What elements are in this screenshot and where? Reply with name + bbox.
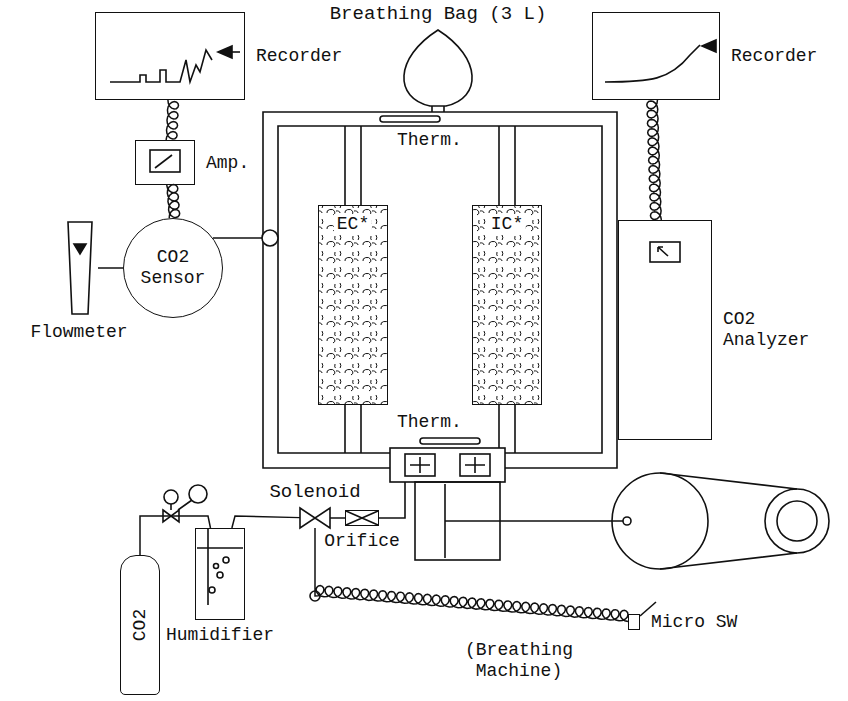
valve-block (405, 454, 435, 476)
machine-label: (Breathing Machine) (452, 640, 586, 681)
orifice-symbol (379, 482, 405, 518)
meter-face (658, 247, 668, 256)
recorder-trace (702, 40, 716, 52)
gas-line (140, 516, 210, 555)
humidifier-water (209, 587, 215, 593)
meter-face (150, 150, 180, 172)
regulator (164, 490, 178, 504)
recorder-box: Recorder (592, 12, 720, 100)
thermometer-probe (420, 438, 480, 444)
coiled-cable (647, 100, 662, 220)
piston-pump (445, 484, 623, 558)
sampling-port (213, 237, 262, 239)
thermometer-probe (380, 116, 440, 122)
meter-face (150, 150, 680, 262)
absorber-canister: IC* (472, 205, 542, 405)
recorder-box: Recorder (95, 12, 245, 100)
solenoid-valve: Solenoid (300, 508, 330, 528)
part-label: Therm. (395, 130, 464, 151)
humidifier-jar: Humidifier (195, 528, 245, 620)
flywheel-drive (765, 489, 829, 553)
absorber-granules (319, 206, 387, 404)
humidifier-water (223, 557, 229, 563)
flywheel-drive (660, 473, 797, 569)
flowmeter-tube (68, 222, 92, 314)
coiled-cable (166, 100, 178, 140)
meter-face (155, 155, 172, 168)
breathing-bag (432, 106, 444, 112)
micro-switch: Micro SW (628, 614, 640, 630)
node-label: Humidifier (166, 625, 274, 646)
regulator (171, 500, 192, 510)
absorber-canister: EC* (318, 205, 388, 405)
sampling-port (262, 230, 278, 246)
part-label: Therm. (395, 412, 464, 433)
regulator (189, 485, 207, 503)
absorber-granules (319, 206, 541, 404)
node-label: Micro SW (651, 612, 737, 633)
breathing-bag: Breathing Bag (3 L) (405, 30, 471, 108)
meter-face (650, 242, 680, 262)
humidifier-water (217, 572, 223, 578)
flowmeter: Flowmeter (60, 220, 98, 316)
orifice: Orifice (345, 510, 379, 526)
valve-block (390, 448, 505, 482)
node-label: Breathing Bag (3 L) (330, 4, 547, 26)
coiled-cable (315, 528, 628, 622)
breathing-bag (404, 30, 472, 106)
breathing-tube (263, 112, 617, 468)
recorder-trace (232, 51, 240, 53)
node-label: Recorder (256, 46, 342, 67)
node-label: Flowmeter (30, 322, 127, 343)
gas-line (232, 516, 300, 528)
valve-block (390, 448, 505, 482)
flowmeter-tube (68, 222, 92, 314)
node-label: EC* (334, 214, 372, 235)
coiled-cable (167, 185, 180, 219)
breathing-tube (263, 112, 617, 468)
recorder-trace (218, 46, 232, 58)
node-label: Recorder (731, 46, 817, 67)
orifice-symbol (346, 511, 378, 525)
piston-pump (623, 517, 631, 525)
gas-line (330, 517, 345, 519)
humidifier-water (214, 564, 219, 569)
recorder-trace (110, 50, 212, 82)
humidifier-water (197, 528, 243, 605)
node-label: CO2 Analyzer (723, 309, 820, 350)
recorder-trace (110, 40, 716, 82)
valve-block (460, 454, 490, 476)
flywheel-drive (612, 473, 829, 569)
flowmeter-tube (74, 244, 86, 254)
flywheel-drive (777, 501, 817, 541)
absorber-granules (473, 206, 541, 404)
apparatus-drawing (68, 30, 829, 616)
node-label: CO2 (130, 609, 151, 641)
valve-block (410, 457, 430, 473)
node-label: IC* (488, 214, 526, 235)
node-label: CO2 Sensor (133, 247, 213, 288)
recorder-trace (605, 45, 700, 82)
gas-cylinder: CO2 (120, 555, 160, 695)
node-label: Orifice (324, 531, 400, 552)
solenoid-valve (300, 508, 330, 528)
sensor-circle: CO2 Sensor (123, 218, 223, 318)
breathing-bag (404, 30, 472, 112)
gas-line (98, 267, 123, 269)
piston-pump (415, 482, 631, 560)
analyzer-box: CO2 Analyzer (618, 220, 712, 440)
valve-block (465, 457, 485, 473)
thermometer-probe (380, 116, 480, 444)
node-label: Solenoid (269, 482, 360, 504)
humidifier-water (197, 528, 243, 605)
flywheel-drive (612, 473, 708, 569)
node-label: Amp. (206, 152, 249, 173)
breathing-tube (278, 126, 602, 453)
amplifier-box: Amp. (135, 140, 195, 185)
sampling-port (213, 230, 278, 246)
